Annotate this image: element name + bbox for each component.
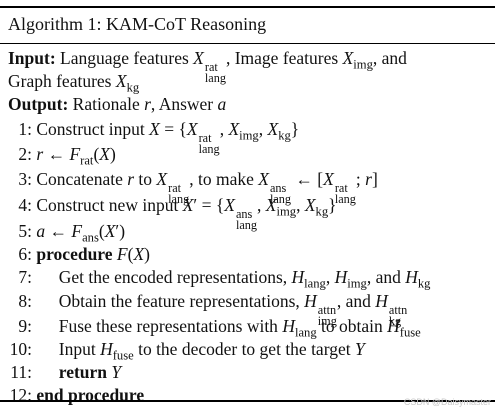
step-5: 5: a ← Fans(X′)	[18, 221, 126, 245]
input-label: Input:	[8, 48, 56, 68]
output-text-1: Rationale	[72, 94, 140, 114]
input-text-1: Language features	[60, 48, 189, 68]
step-12: 12: end procedure	[9, 385, 145, 405]
input-text-3: , and	[372, 48, 407, 68]
watermark: CSDN @Daisymaster	[403, 397, 491, 407]
input-line-2: Graph features Xkg	[8, 71, 140, 95]
input-text-4: Graph features	[8, 71, 112, 91]
title-rule	[0, 43, 495, 44]
algorithm-title: Algorithm 1: KAM-CoT Reasoning	[8, 14, 267, 34]
step-8: 8: Obtain the feature representations, H…	[18, 291, 408, 329]
top-rule	[0, 6, 495, 8]
step-2: 2: r ← Frat(X)	[18, 144, 116, 168]
output-text-2: , Answer	[150, 94, 214, 114]
step-11: 11: return Y	[10, 362, 122, 382]
output-line: Output: Rationale r, Answer a	[8, 94, 227, 114]
step-10: 10: Input Hfuse to the decoder to get th…	[9, 339, 365, 363]
input-text-2: , Image features	[225, 48, 339, 68]
step-9: 9: Fuse these representations with Hlang…	[18, 316, 421, 340]
step-7: 7: Get the encoded representations, Hlan…	[18, 267, 431, 291]
step-6: 6: procedure F(X)	[18, 244, 150, 264]
output-label: Output:	[8, 94, 69, 114]
bottom-rule	[0, 400, 495, 402]
